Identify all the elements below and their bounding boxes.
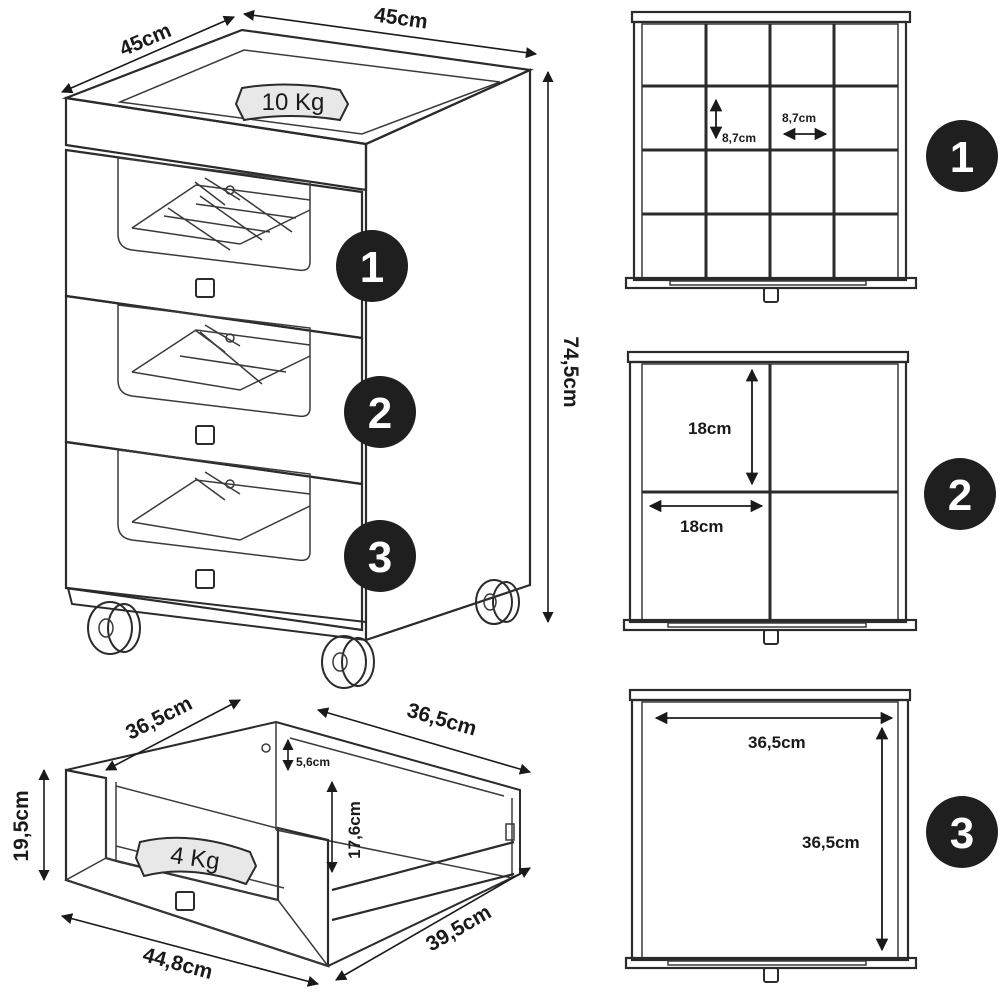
- svg-text:1: 1: [360, 243, 384, 292]
- drawer-1-grid-dividers: [642, 24, 898, 278]
- cabinet-width-label: 45cm: [373, 3, 429, 33]
- top-load-label: 10 Kg: [234, 83, 350, 122]
- drawer-2-cell-width-label: 18cm: [680, 517, 723, 536]
- cabinet-badge-1: 1: [336, 230, 408, 302]
- drawer-1-top-view: 8,7cm 8,7cm: [624, 10, 918, 303]
- drawer-detail-view: 4 Kg 36,5cm 36,5cm 5,6cm 17,6cm 19,5cm 4…: [10, 692, 532, 987]
- drawer-2-cell-height-label: 18cm: [688, 419, 731, 438]
- drawer-detail-outer-depth-line: [335, 867, 531, 981]
- cabinet-isometric-view: 10 Kg 45cm 45cm 74,5cm 1 2 3: [60, 3, 582, 689]
- cabinet-side-panel: [364, 68, 532, 642]
- depth-dimension-line: [60, 15, 236, 94]
- drawer-3-top-view: 36,5cm 36,5cm: [624, 688, 918, 983]
- drawer-3-badge: 3: [926, 796, 998, 868]
- caster-back-right: [475, 579, 520, 625]
- drawer-detail-inner-height-label: 17,6cm: [345, 801, 364, 859]
- drawer-1-knob[interactable]: [195, 278, 215, 298]
- drawer-detail-inner-width-label: 36,5cm: [122, 692, 196, 745]
- drawer-detail-outer-height-label: 19,5cm: [10, 790, 33, 861]
- cabinet-drawer-1: [64, 148, 364, 340]
- drawer-detail-front-width-line: [60, 913, 320, 987]
- svg-text:2: 2: [368, 389, 392, 438]
- drawer-2-badge: 2: [924, 458, 996, 530]
- drawer-detail-inner-width-line: [105, 699, 241, 771]
- drawer-2-grid-dividers: [642, 364, 898, 620]
- drawer-detail-inner-depth-label: 36,5cm: [404, 699, 479, 741]
- svg-text:1: 1: [950, 133, 974, 182]
- drawer-1-badge: 1: [926, 120, 998, 192]
- drawer-detail-front-width-label: 44,8cm: [140, 943, 215, 984]
- svg-text:2: 2: [948, 471, 972, 520]
- top-load-text: 10 Kg: [262, 89, 325, 116]
- drawer-2-top-knob[interactable]: [763, 629, 779, 645]
- drawer-detail-inner-depth-line: [316, 707, 532, 775]
- drawer-3-inner-width-label: 36,5cm: [748, 733, 806, 752]
- drawer-2-top-view: 18cm 18cm: [622, 350, 918, 645]
- caster-front-right: [321, 635, 375, 689]
- svg-text:3: 3: [368, 533, 392, 582]
- drawer-load-label: 4 Kg: [134, 836, 258, 886]
- caster-front-left: [87, 601, 141, 655]
- drawer-1-top-knob[interactable]: [763, 287, 779, 303]
- cabinet-drawer-3: [64, 440, 364, 632]
- drawer-1-cell-width-label: 8,7cm: [782, 111, 816, 125]
- drawer-3-top-knob[interactable]: [763, 967, 779, 983]
- drawer-3-inner-depth-label: 36,5cm: [802, 833, 860, 852]
- width-dimension-line: [242, 9, 538, 59]
- drawer-1-cell-height-label: 8,7cm: [722, 131, 756, 145]
- drawer-detail-top-gap-label: 5,6cm: [296, 755, 330, 769]
- drawer-3-knob[interactable]: [195, 569, 215, 589]
- cabinet-badge-2: 2: [344, 376, 416, 448]
- cabinet-height-label: 74,5cm: [559, 336, 582, 407]
- drawer-detail-knob[interactable]: [175, 891, 195, 911]
- cabinet-badge-3: 3: [344, 520, 416, 592]
- cabinet-drawer-2: [64, 294, 364, 486]
- drawer-2-knob[interactable]: [195, 425, 215, 445]
- svg-text:3: 3: [950, 809, 974, 858]
